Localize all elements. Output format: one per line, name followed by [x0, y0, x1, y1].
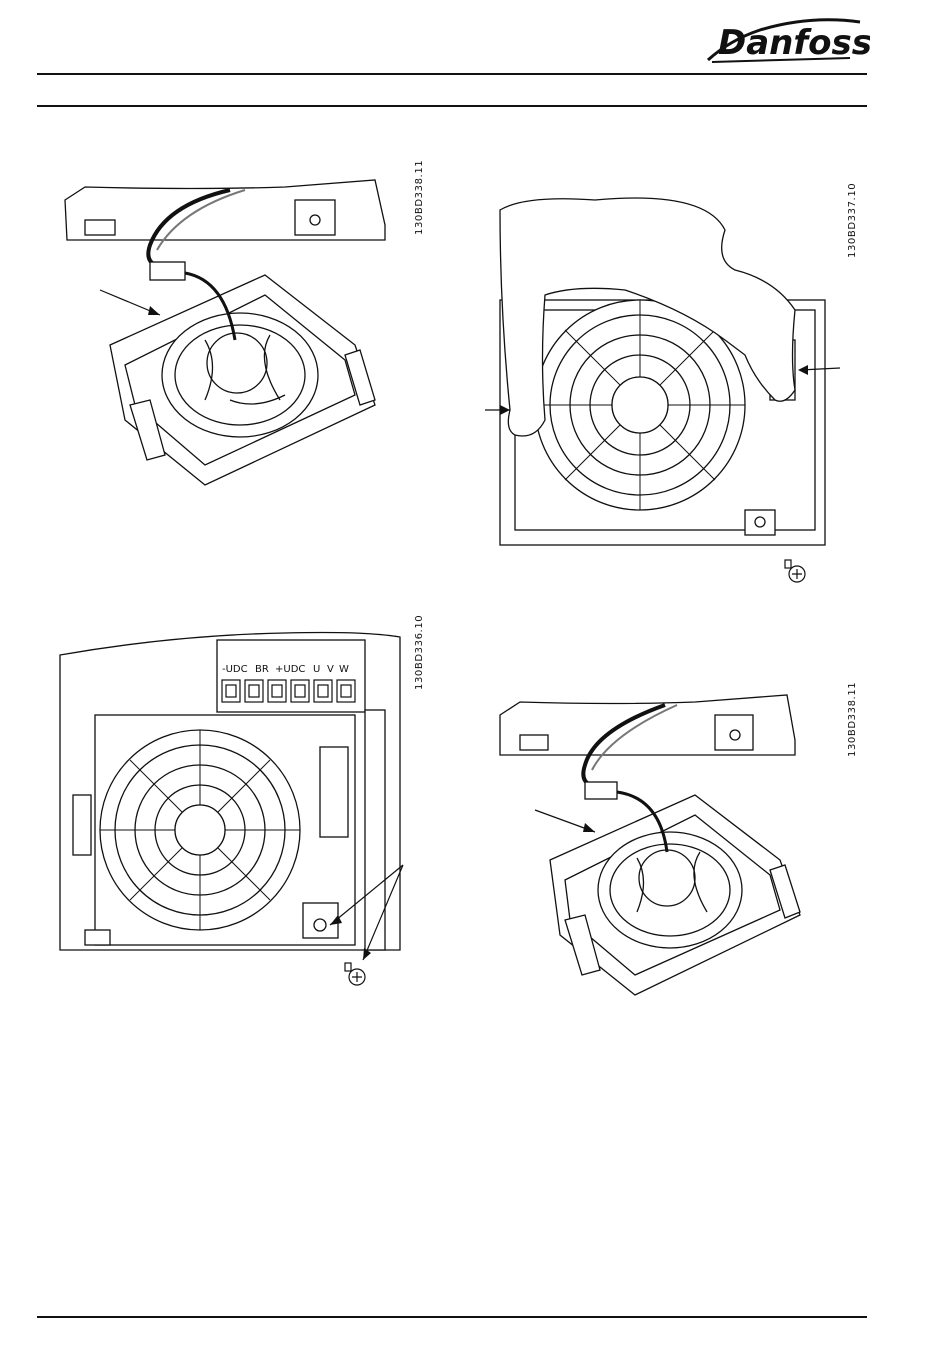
- header-rule-top: [37, 73, 867, 75]
- figure-fan-release: [485, 190, 855, 590]
- figure-fan-cable-connect: [495, 690, 835, 1010]
- terminal-labels: -UDC BR +UDC U V W: [222, 664, 349, 675]
- terminal-label: +UDC: [275, 664, 305, 675]
- figure-code-label: 130BD336.10: [414, 615, 425, 690]
- terminal-label: V: [327, 664, 334, 675]
- figure-code-label: 130BD337.10: [847, 183, 858, 258]
- figure-code-label: 130BD338.11: [847, 682, 858, 757]
- terminal-label: W: [339, 664, 349, 675]
- figure-fan-terminals: -UDC BR +UDC U V W: [55, 625, 415, 995]
- figure-fan-cable-disconnect: [55, 165, 415, 495]
- danfoss-logo: Danfoss: [700, 10, 870, 74]
- footer-rule: [37, 1316, 867, 1318]
- header-rule-bottom: [37, 105, 867, 107]
- terminal-label: U: [313, 664, 320, 675]
- terminal-label: BR: [255, 664, 269, 675]
- svg-text:Danfoss: Danfoss: [718, 23, 870, 63]
- terminal-label: -UDC: [222, 664, 248, 675]
- figure-code-label: 130BD338.11: [414, 160, 425, 235]
